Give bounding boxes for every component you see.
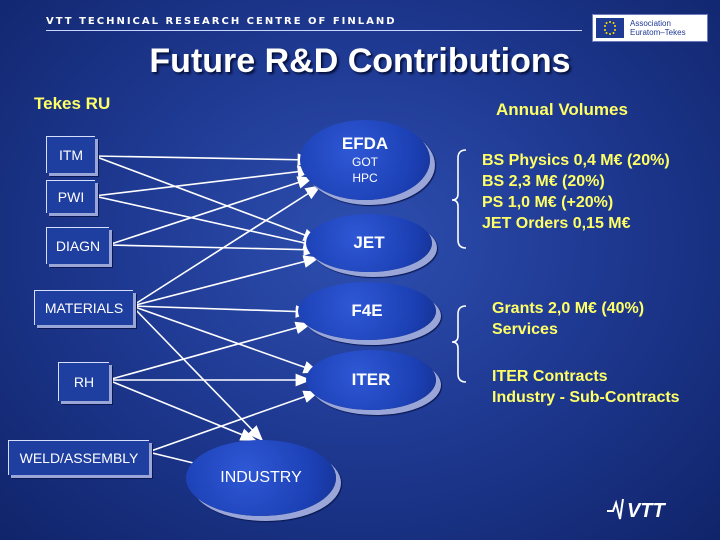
volume-group-3: ITER Contracts Industry - Sub-Contracts [492, 366, 680, 408]
volume-line: BS 2,3 M€ (20%) [482, 173, 605, 190]
volume-line: Grants 2,0 M€ (40%) [492, 300, 645, 317]
jet-label: JET [353, 233, 385, 252]
eu-flag-icon [596, 18, 624, 38]
volume-group-2: Grants 2,0 M€ (40%) Services [492, 298, 644, 340]
target-efda: EFDA GOT HPC [300, 120, 430, 200]
source-weld-assembly: WELD/ASSEMBLY [8, 440, 149, 475]
association-logo: Association Euratom–Tekes [592, 14, 708, 42]
volume-line: JET Orders 0,15 M€ [482, 215, 631, 232]
efda-got: GOT [352, 155, 378, 169]
right-heading: Annual Volumes [496, 100, 628, 119]
volume-line: PS 1,0 M€ (+20%) [482, 194, 614, 211]
efda-label: EFDA [341, 134, 389, 153]
volume-line: Services [492, 321, 558, 338]
source-diagn: DIAGN [46, 227, 109, 264]
volume-line: Industry - Sub-Contracts [492, 389, 680, 406]
source-rh: RH [58, 362, 109, 401]
source-materials: MATERIALS [34, 290, 133, 325]
logo-line-2: Euratom–Tekes [630, 28, 686, 37]
svg-text:VTT: VTT [627, 500, 667, 522]
industry-label: INDUSTRY [220, 469, 302, 486]
target-jet: JET [306, 214, 432, 272]
organization-name: VTT TECHNICAL RESEARCH CENTRE OF FINLAND [46, 16, 397, 27]
left-heading: Tekes RU [34, 94, 111, 113]
volume-line: ITER Contracts [492, 368, 608, 385]
target-f4e: F4E [298, 282, 436, 340]
iter-label: ITER [351, 370, 391, 389]
volume-line: BS Physics 0,4 M€ (20%) [482, 152, 670, 169]
page-title: Future R&D Contributions [149, 42, 571, 80]
volume-group-1: BS Physics 0,4 M€ (20%) BS 2,3 M€ (20%) … [482, 150, 670, 234]
efda-hpc: HPC [352, 171, 378, 185]
target-industry: INDUSTRY [186, 440, 336, 516]
target-iter: ITER [306, 350, 436, 410]
header-divider [46, 30, 582, 31]
source-pwi: PWI [46, 180, 95, 213]
f4e-label: F4E [351, 301, 383, 320]
vtt-logo: VTT [603, 491, 683, 525]
source-itm: ITM [46, 136, 95, 173]
logo-line-1: Association [630, 19, 671, 28]
